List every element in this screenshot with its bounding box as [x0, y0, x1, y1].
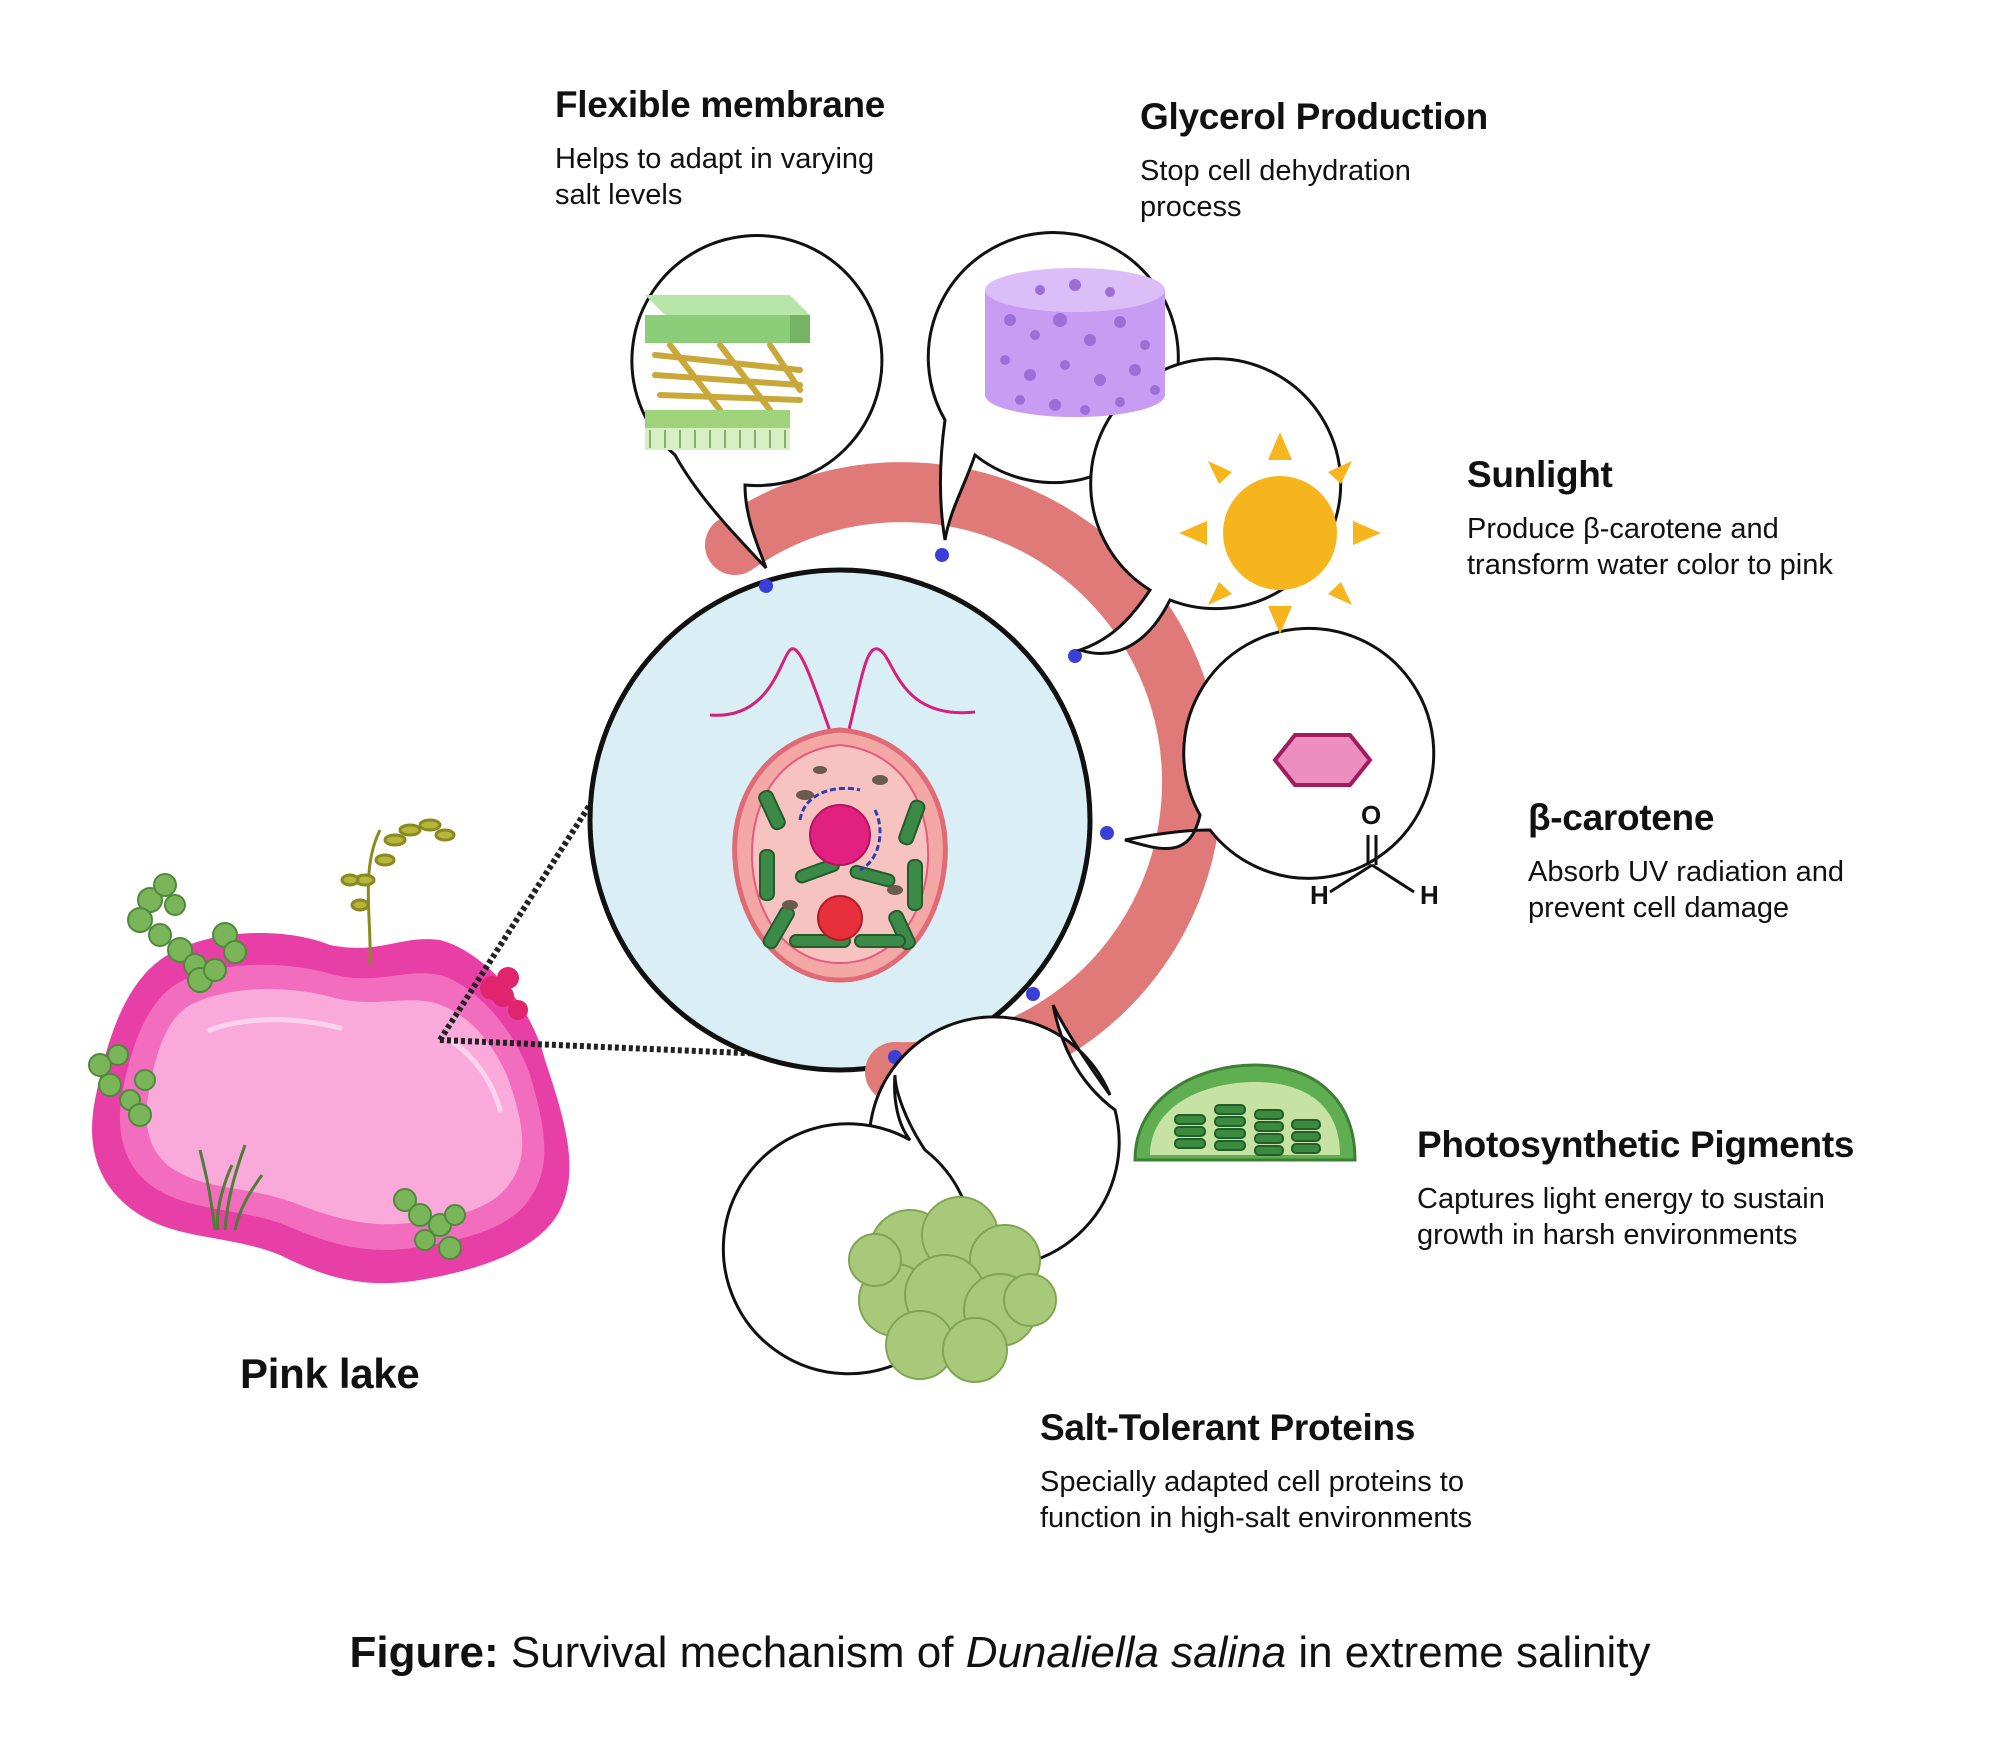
hexagon-icon	[1272, 733, 1373, 787]
feature-glycerol-production: Glycerol Production Stop cell dehydratio…	[1140, 96, 1488, 226]
lake-water	[146, 988, 523, 1225]
sun-icon	[1179, 432, 1381, 634]
pink-lake-label: Pink lake	[240, 1350, 420, 1397]
feature-title: Glycerol Production	[1140, 96, 1488, 137]
aldehyde-structure-icon	[1329, 835, 1415, 894]
green-plant-bottom	[393, 1188, 466, 1260]
feature-description: Specially adapted cell proteins to funct…	[1040, 1465, 1473, 1534]
green-plant-left-mid	[88, 1044, 156, 1127]
feature-beta-carotene: β-carotene Absorb UV radiation and preve…	[1528, 797, 1844, 927]
hydrogen-atom-label-right: H	[1420, 880, 1439, 910]
caption-prefix: Figure:	[349, 1628, 499, 1677]
feature-title: Flexible membrane	[555, 84, 886, 125]
endoplasmic-reticulum	[798, 786, 882, 872]
protein-blob-icon	[848, 1196, 1057, 1383]
feature-title: β-carotene	[1528, 797, 1715, 838]
feature-description: Helps to adapt in varying salt levels	[555, 142, 875, 211]
nucleus	[809, 804, 871, 866]
grass-blades	[198, 1144, 264, 1231]
chloroplast-icon	[1133, 1063, 1357, 1162]
feature-title: Sunlight	[1467, 454, 1613, 495]
figure-caption: Figure: Survival mechanism of Dunaliella…	[0, 1628, 2000, 1678]
seaweed-top	[340, 818, 456, 966]
feature-description: Captures light energy to sustain growth …	[1417, 1182, 1825, 1251]
cell-zoom-view	[587, 462, 1222, 1103]
feature-flexible-membrane: Flexible membrane Helps to adapt in vary…	[555, 84, 886, 214]
caption-text-pre: Survival mechanism of	[498, 1628, 966, 1677]
feature-description: Produce β-carotene and transform water c…	[1467, 512, 1833, 581]
feature-title: Photosynthetic Pigments	[1417, 1124, 1855, 1165]
membrane-layers-icon	[645, 295, 810, 450]
pink-lake-illustration	[88, 818, 570, 1284]
pyrenoid	[817, 895, 863, 941]
chloroplasts	[758, 789, 926, 951]
hydrogen-atom-label-left: H	[1310, 880, 1329, 910]
oxygen-atom-label: O	[1361, 800, 1382, 830]
feature-photosynthetic-pigments: Photosynthetic Pigments Captures light e…	[1417, 1124, 1855, 1254]
feature-description: Absorb UV radiation and prevent cell dam…	[1528, 855, 1844, 924]
organelles	[782, 766, 903, 910]
green-plant-left-top	[127, 873, 247, 993]
feature-description: Stop cell dehydration process	[1140, 154, 1411, 223]
caption-text-post: in extreme salinity	[1286, 1628, 1651, 1677]
lake-shine	[207, 1017, 503, 1113]
arc-dots	[759, 548, 1114, 1064]
flagella	[709, 647, 976, 746]
feature-sunlight: Sunlight Produce β-carotene and transfor…	[1467, 454, 1833, 584]
algae-cluster	[480, 967, 528, 1020]
feature-title: Salt-Tolerant Proteins	[1040, 1407, 1416, 1448]
caption-species-name: Dunaliella salina	[965, 1628, 1287, 1677]
feature-salt-tolerant-proteins: Salt-Tolerant Proteins Specially adapted…	[1040, 1407, 1473, 1537]
porous-cylinder-icon	[985, 268, 1165, 417]
